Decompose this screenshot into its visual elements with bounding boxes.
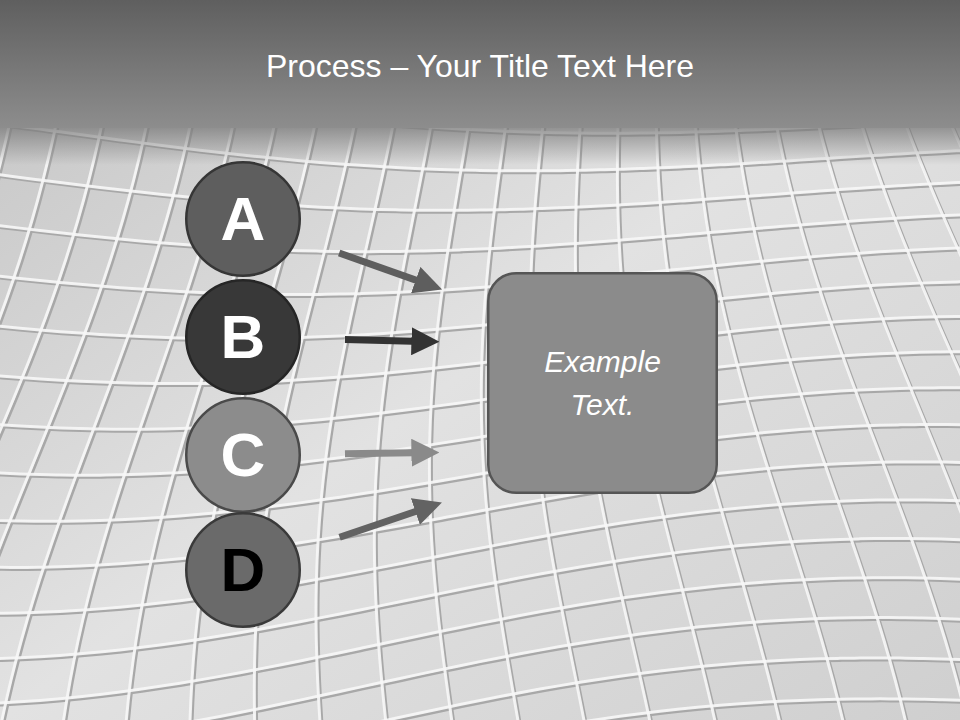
tile-shadow-line: [0, 123, 960, 173]
tile-shadow-line: [0, 318, 960, 385]
tile-line: [732, 100, 910, 720]
tile-line: [0, 214, 960, 251]
flow-arrow: [345, 453, 431, 454]
step-circle: A: [185, 161, 301, 277]
tile-shadow-line: [0, 701, 960, 720]
tile-shadow-line: [774, 102, 960, 720]
circle-fill: [186, 162, 300, 276]
tile-shadow-line: [0, 620, 960, 720]
box-outline: [487, 272, 718, 494]
circle-fill: [186, 398, 300, 512]
step-letter: B: [221, 306, 266, 368]
step-circle: B: [185, 279, 301, 395]
result-box: Example Text.: [487, 272, 718, 494]
tile-line: [0, 462, 960, 568]
tile-line: [429, 100, 472, 720]
flow-arrow: [345, 340, 431, 342]
step-letter: C: [221, 424, 266, 486]
flow-arrow: [340, 505, 434, 537]
step-circle: D: [185, 512, 301, 628]
bar-shadow: [0, 125, 960, 165]
tile-line: [0, 100, 152, 720]
step-letter: A: [221, 188, 266, 250]
flow-arrow: [339, 253, 434, 287]
tile-line: [0, 658, 960, 720]
circle-fill: [186, 513, 300, 627]
title: Process – Your Title Text Here: [0, 48, 960, 85]
tile-line: [374, 100, 435, 720]
tile-line: [0, 699, 960, 720]
tile-line: [0, 316, 960, 383]
box-fill: [488, 273, 717, 493]
tile-line: [0, 172, 960, 210]
tile-shadow-line: [0, 464, 960, 570]
tile-line: [0, 618, 960, 720]
title-bar: [0, 0, 960, 128]
tile-line: [0, 100, 195, 720]
step-letter: D: [221, 539, 266, 601]
tile-line: [316, 100, 398, 720]
box-text: Example Text.: [509, 340, 696, 427]
tile-line: [854, 100, 960, 720]
tile-shadow-line: [856, 102, 960, 720]
tile-shadow-line: [943, 102, 960, 720]
step-circle: C: [185, 397, 301, 513]
tile-line: [897, 100, 960, 720]
tile-shadow-line: [899, 102, 960, 720]
circle-fill: [186, 280, 300, 394]
tile-line: [0, 121, 960, 171]
tile-line: [941, 100, 960, 720]
